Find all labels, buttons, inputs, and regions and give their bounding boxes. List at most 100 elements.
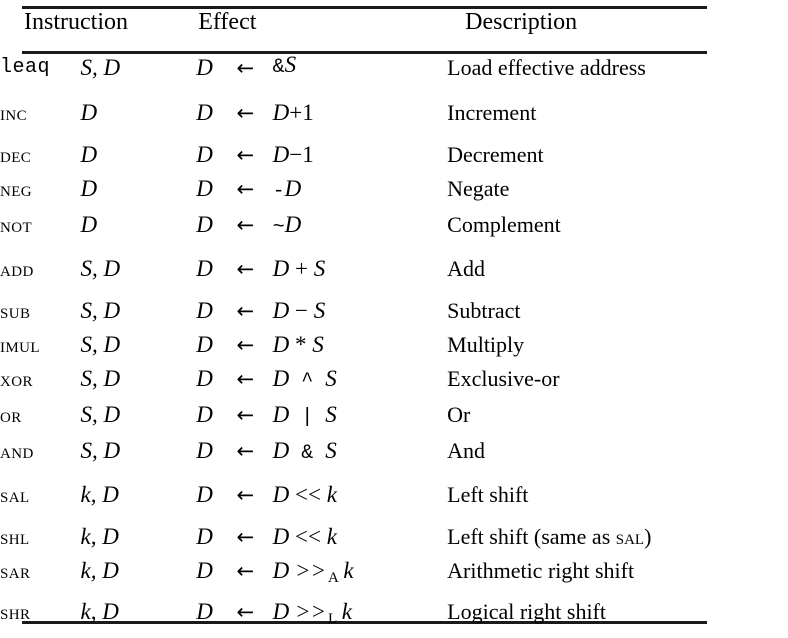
instruction-mnemonic: SHR bbox=[0, 599, 31, 624]
effect-destination: D bbox=[196, 142, 213, 167]
effect-destination: D bbox=[196, 212, 213, 237]
left-arrow-icon: ← bbox=[236, 101, 255, 125]
table-row: OR S, D D ← D | S Or bbox=[0, 398, 788, 434]
effect-destination: D bbox=[196, 438, 213, 463]
effect-destination: D bbox=[196, 402, 213, 427]
effect-source: D << k bbox=[272, 482, 337, 507]
left-arrow-icon: ← bbox=[236, 559, 255, 583]
instruction-mnemonic: DEC bbox=[0, 142, 32, 167]
instruction-mnemonic: SHL bbox=[0, 524, 30, 549]
left-arrow-icon: ← bbox=[236, 177, 255, 201]
instruction-description: Exclusive-or bbox=[447, 366, 560, 391]
instruction-description: Left shift (same as SAL) bbox=[447, 524, 652, 549]
left-arrow-icon: ← bbox=[236, 600, 255, 624]
instruction-description: Add bbox=[447, 256, 486, 281]
left-arrow-icon: ← bbox=[236, 483, 255, 507]
effect-destination: D bbox=[196, 256, 213, 281]
effect-source: D * S bbox=[272, 332, 324, 357]
left-arrow-icon: ← bbox=[236, 439, 255, 463]
instruction-mnemonic: XOR bbox=[0, 366, 33, 391]
instruction-description: Or bbox=[447, 402, 471, 427]
effect-source: D − S bbox=[272, 298, 326, 323]
left-arrow-icon: ← bbox=[236, 143, 255, 167]
instruction-description: Multiply bbox=[447, 332, 525, 357]
effect-source: D >> A k bbox=[272, 558, 354, 586]
left-arrow-icon: ← bbox=[236, 333, 255, 357]
effect-source: ~D bbox=[272, 212, 302, 239]
effect-source: D−1 bbox=[272, 142, 314, 167]
effect-source: D << k bbox=[272, 524, 337, 549]
instruction-operands: S, D bbox=[80, 366, 121, 391]
instruction-mnemonic: SAL bbox=[0, 482, 30, 507]
instruction-mnemonic: AND bbox=[0, 438, 34, 463]
instruction-operands: D bbox=[80, 176, 98, 201]
effect-destination: D bbox=[196, 482, 213, 507]
effect-source: D+1 bbox=[272, 100, 314, 125]
instruction-operands: D bbox=[80, 100, 98, 125]
instruction-description: Negate bbox=[447, 176, 510, 201]
column-header-instruction: Instruction bbox=[24, 9, 128, 35]
instruction-operands: S, D bbox=[80, 438, 121, 463]
instruction-description: Complement bbox=[447, 212, 561, 237]
effect-source: D & S bbox=[272, 438, 337, 465]
instruction-mnemonic: NEG bbox=[0, 176, 33, 201]
instruction-mnemonic: leaq bbox=[0, 56, 51, 79]
instruction-operands: S, D bbox=[80, 402, 121, 427]
effect-source: D >> L k bbox=[272, 599, 352, 627]
instruction-description: Decrement bbox=[447, 142, 544, 167]
effect-source: D + S bbox=[272, 256, 326, 281]
left-arrow-icon: ← bbox=[236, 213, 255, 237]
table-header-row: Instruction Effect Description bbox=[0, 0, 788, 45]
effect-destination: D bbox=[196, 100, 213, 125]
left-arrow-icon: ← bbox=[236, 403, 255, 427]
instruction-description: Left shift bbox=[447, 482, 529, 507]
effect-source: D | S bbox=[272, 402, 337, 429]
instruction-description: Arithmetic right shift bbox=[447, 558, 635, 583]
left-arrow-icon: ← bbox=[236, 56, 255, 80]
instruction-operands: k, D bbox=[80, 558, 119, 583]
effect-destination: D bbox=[196, 55, 213, 80]
table-row: DEC D D ← D−1 Decrement bbox=[0, 138, 788, 172]
table-rule-header bbox=[22, 51, 707, 54]
instruction-description: Increment bbox=[447, 100, 537, 125]
effect-destination: D bbox=[196, 524, 213, 549]
effect-destination: D bbox=[196, 298, 213, 323]
left-arrow-icon: ← bbox=[236, 299, 255, 323]
effect-destination: D bbox=[196, 366, 213, 391]
instruction-operands: k, D bbox=[80, 482, 119, 507]
instruction-mnemonic: ADD bbox=[0, 256, 34, 281]
table-row: SAL k, D D ← D << k Left shift bbox=[0, 470, 788, 520]
instruction-description: Load effective address bbox=[447, 55, 646, 80]
table-row: AND S, D D ← D & S And bbox=[0, 434, 788, 470]
instruction-operands: S, D bbox=[80, 332, 121, 357]
instruction-description: Logical right shift bbox=[447, 599, 606, 624]
instruction-operands: S, D bbox=[80, 298, 121, 323]
instruction-mnemonic: OR bbox=[0, 402, 22, 427]
instruction-operands: k, D bbox=[80, 599, 119, 624]
description-smallcaps-reference: SAL bbox=[615, 524, 645, 549]
instruction-operands: D bbox=[80, 212, 98, 237]
instruction-mnemonic: INC bbox=[0, 100, 28, 125]
effect-source: D ^ S bbox=[272, 366, 337, 393]
table-row: SHR k, D D ← D >> L k Logical right shift bbox=[0, 595, 788, 636]
instruction-mnemonic: IMUL bbox=[0, 332, 40, 357]
instruction-mnemonic: NOT bbox=[0, 212, 33, 237]
instruction-mnemonic: SAR bbox=[0, 558, 31, 583]
instruction-operands: D bbox=[80, 142, 98, 167]
effect-destination: D bbox=[196, 558, 213, 583]
table-rule-top bbox=[22, 6, 707, 9]
column-header-effect: Effect bbox=[198, 9, 257, 35]
instruction-description: And bbox=[447, 438, 486, 463]
effect-destination: D bbox=[196, 599, 213, 624]
instruction-operands: S, D bbox=[80, 55, 121, 80]
table-row: SAR k, D D ← D >> A k Arithmetic right shift bbox=[0, 554, 788, 595]
